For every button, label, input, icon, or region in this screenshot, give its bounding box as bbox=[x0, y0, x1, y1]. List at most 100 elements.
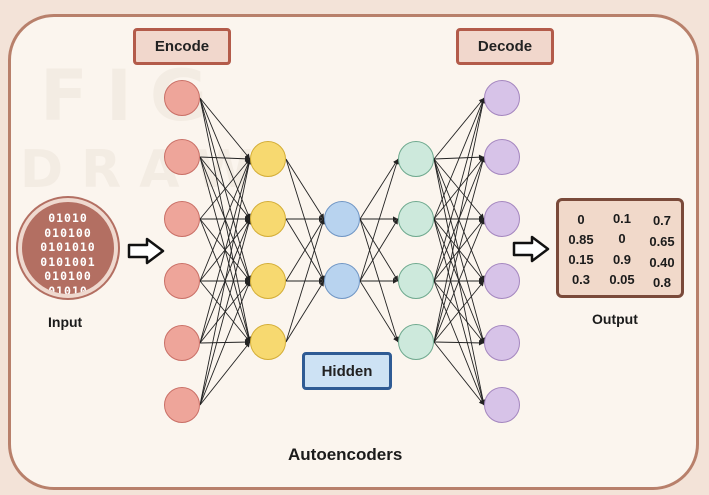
connection-edge bbox=[433, 97, 485, 343]
edge-arrowhead bbox=[244, 213, 250, 219]
encoder-layer-node bbox=[250, 324, 286, 360]
output-layer-node bbox=[484, 80, 520, 116]
connection-edge bbox=[199, 280, 251, 406]
encode-label: Encode bbox=[133, 28, 231, 65]
connection-edge bbox=[359, 158, 399, 282]
edge-arrowhead bbox=[244, 342, 250, 348]
edge-arrowhead bbox=[478, 275, 484, 281]
edge-arrowhead bbox=[319, 216, 324, 222]
connection-edge bbox=[359, 280, 399, 343]
connection-edge bbox=[433, 218, 485, 343]
connection-edge bbox=[199, 341, 251, 406]
edge-arrowhead bbox=[245, 216, 250, 222]
matrix-cell: 0 bbox=[577, 212, 585, 227]
hidden-layer-node bbox=[324, 201, 360, 237]
connection-edge bbox=[199, 97, 251, 160]
edge-arrowhead bbox=[479, 216, 484, 222]
edge-arrowhead bbox=[320, 219, 326, 225]
diagram-title: Autoencoders bbox=[288, 445, 403, 464]
bit-row: 010100 bbox=[44, 269, 92, 283]
output-layer-node bbox=[484, 263, 520, 299]
edge-arrowhead bbox=[319, 281, 324, 287]
encoder-layer-node bbox=[250, 141, 286, 177]
output-layer-node bbox=[484, 201, 520, 237]
output-arrow-icon bbox=[512, 235, 550, 263]
edge-arrowhead bbox=[244, 339, 250, 345]
connection-edge bbox=[433, 97, 485, 160]
matrix-cell: 0.65 bbox=[649, 234, 675, 249]
edge-arrowhead bbox=[244, 156, 250, 162]
edge-arrowhead bbox=[478, 399, 484, 405]
connection-edge bbox=[199, 158, 251, 220]
output-matrix: 0 0.1 0.7 0.85 0 0.65 0.15 0.9 0.40 0.3 … bbox=[556, 198, 684, 298]
edge-arrowhead bbox=[244, 336, 250, 342]
decoder-layer-node bbox=[398, 141, 434, 177]
connection-edge bbox=[433, 97, 485, 282]
connection-edge bbox=[285, 158, 325, 220]
edge-arrowhead bbox=[393, 275, 398, 281]
edge-arrowhead bbox=[478, 213, 484, 219]
bit-row: 0101010 bbox=[40, 240, 96, 254]
bit-row: 01010 bbox=[48, 283, 88, 298]
matrix-cell: 0.05 bbox=[609, 272, 635, 287]
matrix-cell: 0.40 bbox=[649, 255, 675, 270]
encoder-layer-node bbox=[250, 201, 286, 237]
output-caption: Output bbox=[592, 311, 638, 327]
connection-edge bbox=[433, 280, 485, 343]
edge-arrowhead bbox=[245, 278, 250, 284]
input-layer-node bbox=[164, 387, 200, 423]
matrix-cell: 0.1 bbox=[612, 211, 632, 226]
edge-arrowhead bbox=[478, 154, 484, 160]
edge-arrowhead bbox=[394, 159, 399, 165]
edge-arrowhead bbox=[319, 275, 324, 281]
connection-edge bbox=[359, 218, 399, 282]
connection-edge bbox=[199, 156, 251, 160]
matrix-cell: 0.9 bbox=[612, 252, 632, 267]
encoder-layer-node bbox=[250, 263, 286, 299]
input-arrow-icon bbox=[127, 237, 165, 265]
edge-arrowhead bbox=[319, 278, 324, 284]
connection-edge bbox=[285, 218, 325, 343]
edge-arrowhead bbox=[478, 340, 484, 346]
connection-edge bbox=[433, 341, 485, 344]
output-layer-node bbox=[484, 325, 520, 361]
matrix-cell: 0.7 bbox=[652, 213, 672, 228]
connection-edge bbox=[199, 218, 251, 406]
matrix-cell: 0.15 bbox=[568, 252, 594, 267]
edge-arrowhead bbox=[393, 219, 398, 225]
matrix-cell: 0 bbox=[618, 231, 626, 246]
edge-arrowhead bbox=[480, 157, 486, 163]
edge-arrowhead bbox=[244, 275, 250, 281]
connection-edge bbox=[199, 158, 251, 406]
decoder-layer-node bbox=[398, 324, 434, 360]
decoder-layer-node bbox=[398, 201, 434, 237]
input-layer-node bbox=[164, 201, 200, 237]
hidden-label: Hidden bbox=[302, 352, 392, 390]
matrix-cell: 0.85 bbox=[568, 232, 594, 247]
edge-arrowhead bbox=[393, 278, 398, 284]
edge-arrowhead bbox=[245, 281, 251, 287]
edge-arrowhead bbox=[393, 336, 398, 342]
connection-edge bbox=[433, 156, 485, 343]
connection-edge bbox=[285, 158, 325, 282]
bit-row: 0101001 bbox=[40, 254, 96, 269]
decode-label: Decode bbox=[456, 28, 554, 65]
edge-arrowhead bbox=[393, 216, 398, 222]
edge-arrowhead bbox=[246, 219, 252, 225]
connection-edge bbox=[199, 158, 251, 282]
connection-edge bbox=[199, 158, 251, 344]
decoder-layer-node bbox=[398, 263, 434, 299]
edge-arrowhead bbox=[479, 278, 484, 284]
hidden-layer-node bbox=[324, 263, 360, 299]
input-layer-node bbox=[164, 325, 200, 361]
connection-edge bbox=[433, 341, 485, 406]
connection-edge bbox=[359, 158, 399, 220]
output-layer-node bbox=[484, 387, 520, 423]
input-layer-node bbox=[164, 80, 200, 116]
edge-arrowhead bbox=[244, 153, 250, 159]
connection-edge bbox=[359, 218, 399, 343]
connection-edge bbox=[285, 218, 325, 282]
matrix-cell: 0.8 bbox=[652, 275, 672, 290]
